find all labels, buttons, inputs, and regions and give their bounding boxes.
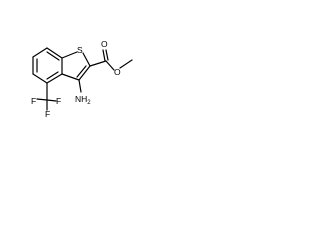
bond-benzene-c5-c4 <box>32 73 48 84</box>
trifluoromethyl-group <box>36 82 57 111</box>
ester-oxygen-label: O <box>114 67 121 77</box>
bond-c3-amine <box>78 79 82 93</box>
bond-c2-c3-inner <box>76 65 87 78</box>
bond-benzene-inner-double-3 <box>46 71 59 80</box>
bond-s-c2 <box>82 52 91 67</box>
bond-benzene-inner-double-2 <box>46 51 60 61</box>
amine-nh-text: NH <box>75 94 87 104</box>
methyl-ester-group <box>89 49 133 71</box>
bond-cf3-f-top <box>46 99 57 102</box>
bond-benzene-c4-c3a <box>46 73 63 84</box>
thiophene-ring <box>61 51 91 81</box>
carbonyl-oxygen-label: O <box>101 39 108 49</box>
sulfur-atom-label: S <box>77 45 83 55</box>
amine-subscript: 2 <box>87 100 91 106</box>
fluorine-left-label: F <box>31 96 36 106</box>
bond-carbonyl-o-double-1 <box>102 49 106 62</box>
bond-c7a-s <box>61 51 78 59</box>
benzene-ring <box>32 47 63 84</box>
bond-c2-c3 <box>78 65 91 81</box>
bond-ester-o-methyl <box>119 59 133 69</box>
bond-c3-c3a <box>61 73 80 81</box>
amine-label: NH2 <box>75 94 91 106</box>
bond-c2-carbonyl <box>89 60 107 67</box>
chemical-structure-diagram: S O O NH2 F F F <box>31 39 133 119</box>
bond-carbonyl-ester-o <box>105 60 115 71</box>
fluorine-top-label: F <box>56 96 61 106</box>
fluorine-bottom-label: F <box>45 109 50 119</box>
bond-benzene-c7-c6 <box>32 47 48 58</box>
bond-benzene-c7a-c7 <box>46 47 63 59</box>
bond-carbonyl-o-double-2 <box>105 49 109 61</box>
bond-cf3-f-left <box>36 98 48 101</box>
